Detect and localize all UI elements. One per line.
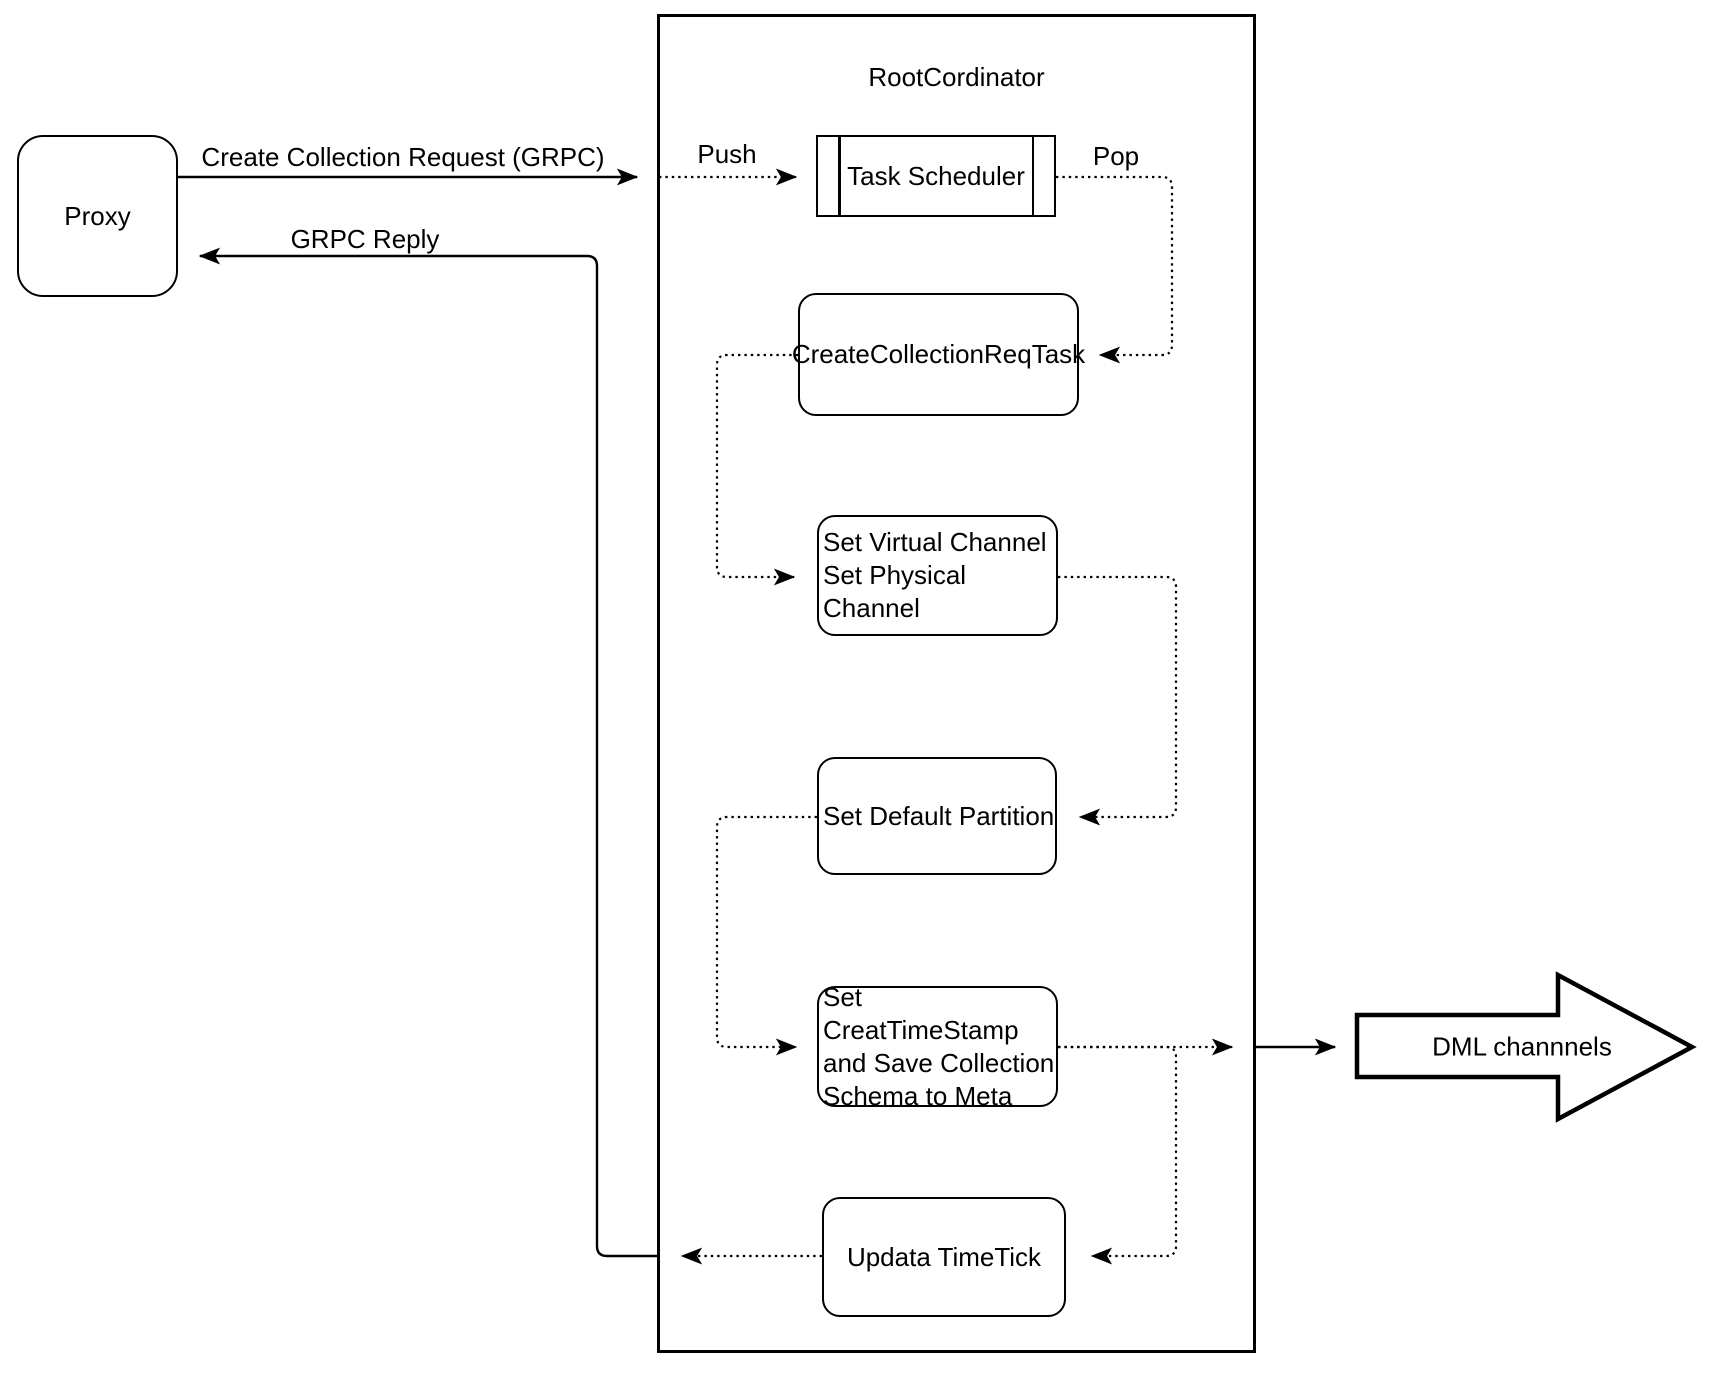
edge-pop [1056, 175, 1174, 355]
create-collection-req-task-node: CreateCollectionReqTask [792, 293, 1085, 416]
proxy-node: Proxy [17, 135, 178, 297]
set-channel-node: Set Virtual Channel Set Physical Channel [817, 515, 1058, 636]
edge-reqtask-to-setchannel [715, 353, 798, 577]
edge-grpc-reply [200, 256, 659, 1258]
root-coordinator-title: RootCordinator [868, 62, 1045, 92]
dml-channels-arrow-shape [1354, 971, 1697, 1123]
edge-timestamp-to-updatatimetick [1058, 1045, 1178, 1256]
set-default-partition-label: Set Default Partition [823, 800, 1055, 831]
dml-channels-label: DML channnels [1432, 1031, 1612, 1062]
updata-timetick-node: Updata TimeTick [822, 1197, 1066, 1317]
edge-defaultpartition-to-timestamp [715, 815, 817, 1047]
edge-label-grpc-reply: GRPC Reply [290, 224, 440, 254]
task-scheduler-right-bar [1031, 137, 1034, 215]
set-creat-timestamp-node: Set CreatTimeStamp and Save Collection S… [817, 982, 1058, 1111]
edge-setchannel-to-defaultpartition [1058, 575, 1178, 817]
root-coordinator-container [657, 14, 1256, 1353]
set-channel-line1: Set Virtual Channel [823, 527, 1047, 557]
edge-label-push: Push [697, 139, 757, 169]
task-scheduler-left-bar [838, 137, 841, 215]
create-collection-req-task-label: CreateCollectionReqTask [791, 339, 1086, 369]
task-scheduler-label: Task Scheduler [847, 160, 1025, 191]
set-channel-line2: Set Physical Channel [823, 560, 967, 623]
updata-timetick-label: Updata TimeTick [846, 1241, 1042, 1272]
set-creat-timestamp-line2: and Save Collection [823, 1047, 1055, 1078]
edge-label-create-collection-request: Create Collection Request (GRPC) [201, 142, 605, 172]
task-scheduler-node: Task Scheduler [816, 135, 1056, 217]
set-default-partition-node: Set Default Partition [817, 757, 1057, 875]
edge-label-pop: Pop [1092, 141, 1140, 171]
set-creat-timestamp-line3: Schema to Meta [823, 1080, 1013, 1111]
set-creat-timestamp-line1: Set CreatTimeStamp [823, 981, 1019, 1045]
proxy-label: Proxy [64, 200, 131, 231]
